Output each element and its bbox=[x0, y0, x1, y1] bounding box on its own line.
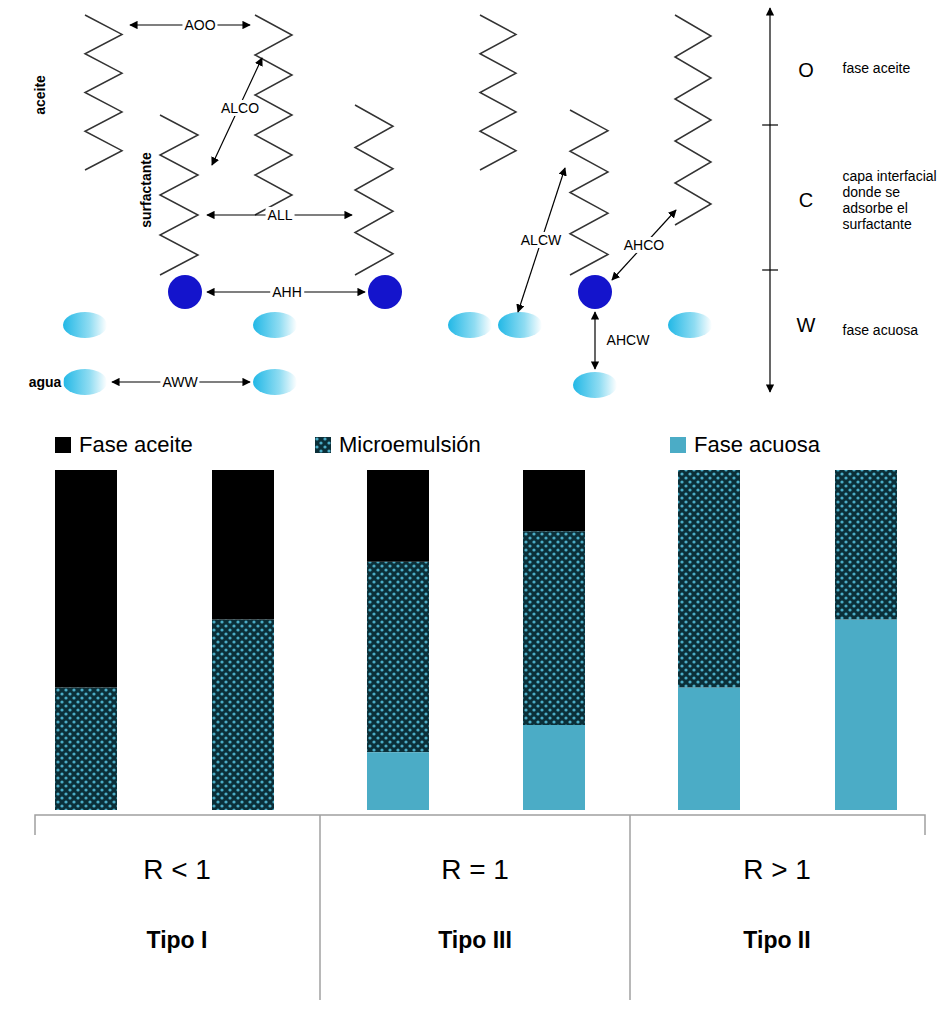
water-molecule bbox=[448, 312, 492, 338]
hydrocarbon-chain bbox=[480, 15, 516, 170]
legend-text: Fase aceite bbox=[79, 432, 193, 458]
interaction-label: AHH bbox=[270, 284, 304, 300]
region-label: agua bbox=[27, 374, 64, 390]
table-cell: Tipo II bbox=[741, 927, 812, 953]
water-molecule bbox=[63, 369, 107, 395]
table-divider bbox=[319, 815, 321, 1000]
water-molecule bbox=[253, 312, 297, 338]
phase-segment bbox=[835, 470, 897, 620]
phase-label: capa interfacial donde se adsorbe el sur… bbox=[841, 168, 940, 232]
axis-tick bbox=[762, 269, 778, 270]
table-cell: Tipo I bbox=[145, 927, 210, 953]
interaction-label: ALL bbox=[266, 207, 295, 223]
phase-label: fase aceite bbox=[841, 60, 940, 76]
phase-segment bbox=[55, 688, 117, 810]
phase-segment bbox=[523, 470, 585, 531]
phase-segment bbox=[212, 470, 274, 620]
interaction-arrow bbox=[612, 210, 676, 280]
table-divider bbox=[629, 815, 631, 1000]
phase-segment bbox=[835, 620, 897, 810]
table-cell: R < 1 bbox=[141, 854, 213, 886]
phase-segment bbox=[678, 688, 740, 810]
legend-item: Fase aceite bbox=[55, 432, 193, 458]
legend-text: Microemulsión bbox=[339, 432, 481, 458]
hydrocarbon-chain bbox=[570, 110, 608, 275]
legend-swatch bbox=[55, 437, 71, 453]
water-molecule bbox=[63, 312, 107, 338]
phase-label: W bbox=[795, 314, 818, 337]
interaction-label: ALCW bbox=[519, 232, 563, 248]
region-label: aceite bbox=[32, 73, 48, 117]
legend-text: Fase acuosa bbox=[694, 432, 820, 458]
table-cell: R > 1 bbox=[741, 854, 813, 886]
interaction-arrow bbox=[769, 8, 770, 392]
interaction-label: AHCW bbox=[605, 332, 652, 348]
interaction-arrow bbox=[212, 58, 262, 165]
interaction-label: AHCO bbox=[622, 237, 666, 253]
table-cell: Tipo III bbox=[436, 927, 514, 953]
region-label: surfactante bbox=[138, 150, 154, 229]
interaction-label: AWW bbox=[160, 374, 199, 390]
hydrocarbon-chain bbox=[160, 115, 198, 275]
legend-item: Fase acuosa bbox=[670, 432, 820, 458]
polar-head bbox=[578, 275, 612, 309]
interaction-label: AOO bbox=[182, 17, 217, 33]
interaction-label: ALCO bbox=[219, 100, 261, 116]
phase-segment bbox=[523, 531, 585, 725]
phase-segment bbox=[212, 620, 274, 810]
legend-item: Microemulsión bbox=[315, 432, 481, 458]
polar-head bbox=[168, 275, 202, 309]
phase-segment bbox=[367, 752, 429, 810]
water-molecule bbox=[668, 312, 712, 338]
water-molecule bbox=[573, 372, 617, 398]
interaction-arrow bbox=[518, 168, 565, 312]
phase-segment bbox=[367, 470, 429, 562]
phase-label: O bbox=[796, 59, 816, 82]
phase-segment bbox=[367, 562, 429, 752]
interaction-arrow bbox=[594, 312, 595, 369]
pattern-sample bbox=[315, 437, 331, 453]
phase-segment bbox=[678, 470, 740, 688]
phase-segment bbox=[523, 725, 585, 810]
water-molecule bbox=[498, 312, 542, 338]
legend-swatch bbox=[670, 437, 686, 453]
hydrocarbon-chain bbox=[85, 15, 122, 170]
phase-label: C bbox=[797, 189, 815, 212]
water-molecule bbox=[253, 369, 297, 395]
axis-tick bbox=[762, 124, 778, 125]
legend-swatch bbox=[315, 437, 331, 453]
table-cell: R = 1 bbox=[439, 854, 511, 886]
table-frame bbox=[35, 815, 925, 835]
polar-head bbox=[368, 275, 402, 309]
hydrocarbon-chain bbox=[355, 105, 393, 275]
hydrocarbon-chain bbox=[675, 15, 711, 225]
phase-label: fase acuosa bbox=[841, 322, 940, 338]
phase-segment bbox=[55, 470, 117, 688]
